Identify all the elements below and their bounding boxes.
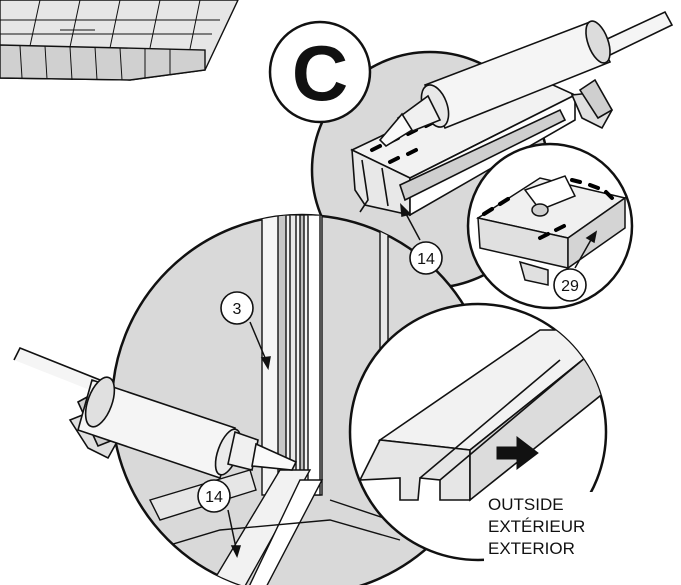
step-indicator: C — [268, 20, 372, 124]
direction-label: OUTSIDE EXTÉRIEUR EXTERIOR — [484, 492, 616, 562]
leader-arrow-3 — [249, 321, 271, 371]
callout-14-bottom: 14 — [197, 479, 231, 513]
packaged-base-fragment — [0, 0, 239, 81]
callout-14-top: 14 — [409, 241, 443, 275]
direction-label-line2: EXTÉRIEUR — [488, 517, 585, 536]
outside-direction-arrow-icon — [496, 435, 539, 471]
caulking-gun-top — [378, 10, 674, 148]
detail-circle-corner-piece — [466, 142, 634, 310]
corner-piece-part — [476, 175, 627, 286]
leader-arrow-14-top — [400, 203, 421, 241]
direction-label-line1: OUTSIDE — [488, 495, 564, 514]
leader-arrow-29 — [574, 230, 598, 269]
direction-label-line3: EXTERIOR — [488, 539, 575, 558]
callout-3: 3 — [220, 291, 254, 325]
leader-arrow-14-bottom — [227, 509, 242, 559]
callout-29: 29 — [553, 268, 587, 302]
callout-29-label: 29 — [561, 278, 579, 295]
sealant-bead-corner — [482, 178, 614, 240]
callout-14-bottom-label: 14 — [205, 489, 223, 506]
callout-14-top-label: 14 — [417, 251, 435, 268]
step-letter: C — [292, 29, 348, 117]
caulking-gun-bottom — [13, 346, 298, 480]
callout-3-label: 3 — [233, 301, 242, 318]
